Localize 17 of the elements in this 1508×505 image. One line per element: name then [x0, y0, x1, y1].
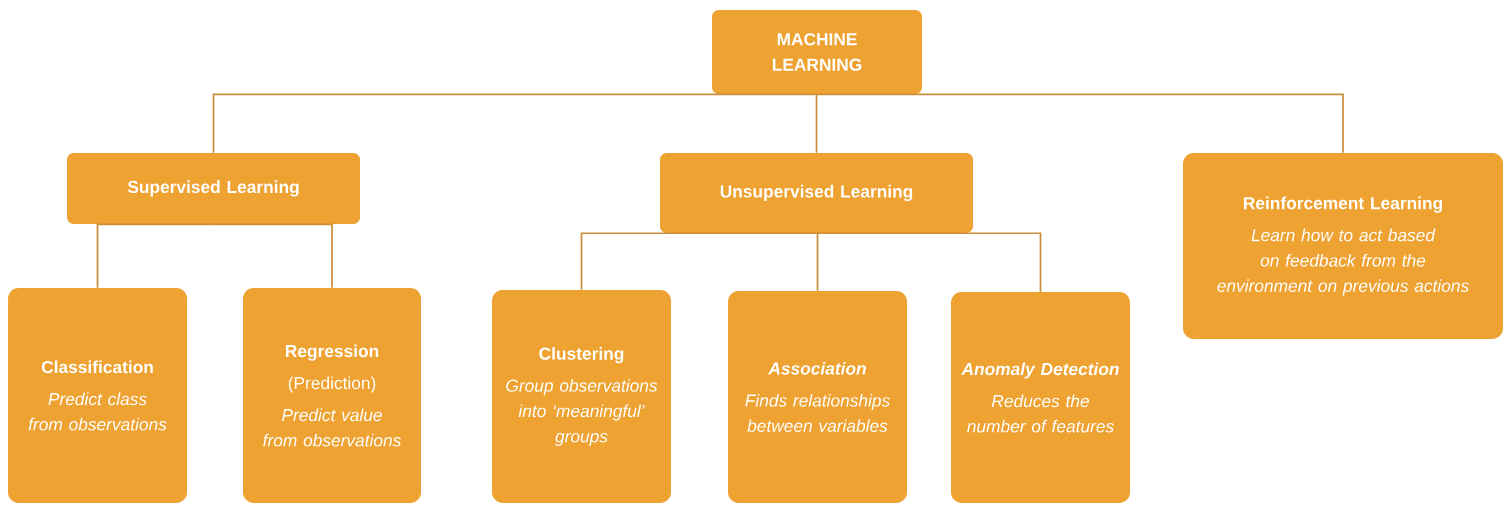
- connector-line: [212, 223, 333, 289]
- method-box: Association Finds relationships between variables: [728, 291, 907, 503]
- connector-line: [815, 93, 818, 154]
- connector-line: [96, 223, 215, 289]
- category-box: MACHINE LEARNING: [712, 10, 922, 94]
- category-box: Supervised Learning: [67, 153, 360, 224]
- category-box: Reinforcement Learning Learn how to act based on feedback from the environment on previous actions: [1183, 153, 1503, 339]
- method-box: Regression (Prediction) Predict value from observations: [243, 288, 421, 503]
- connector-line: [815, 232, 1042, 293]
- connector-line: [212, 93, 818, 154]
- connector-line: [580, 232, 818, 291]
- method-box: Clustering Group observations into ‘meaningful’ groups: [492, 290, 671, 503]
- connector-line: [815, 232, 819, 292]
- category-box: Unsupervised Learning: [660, 153, 973, 233]
- connector-line: [816, 93, 1344, 154]
- method-box: Anomaly Detection Reduces the number of features: [951, 292, 1130, 503]
- method-box: Classification Predict class from observations: [8, 288, 187, 503]
